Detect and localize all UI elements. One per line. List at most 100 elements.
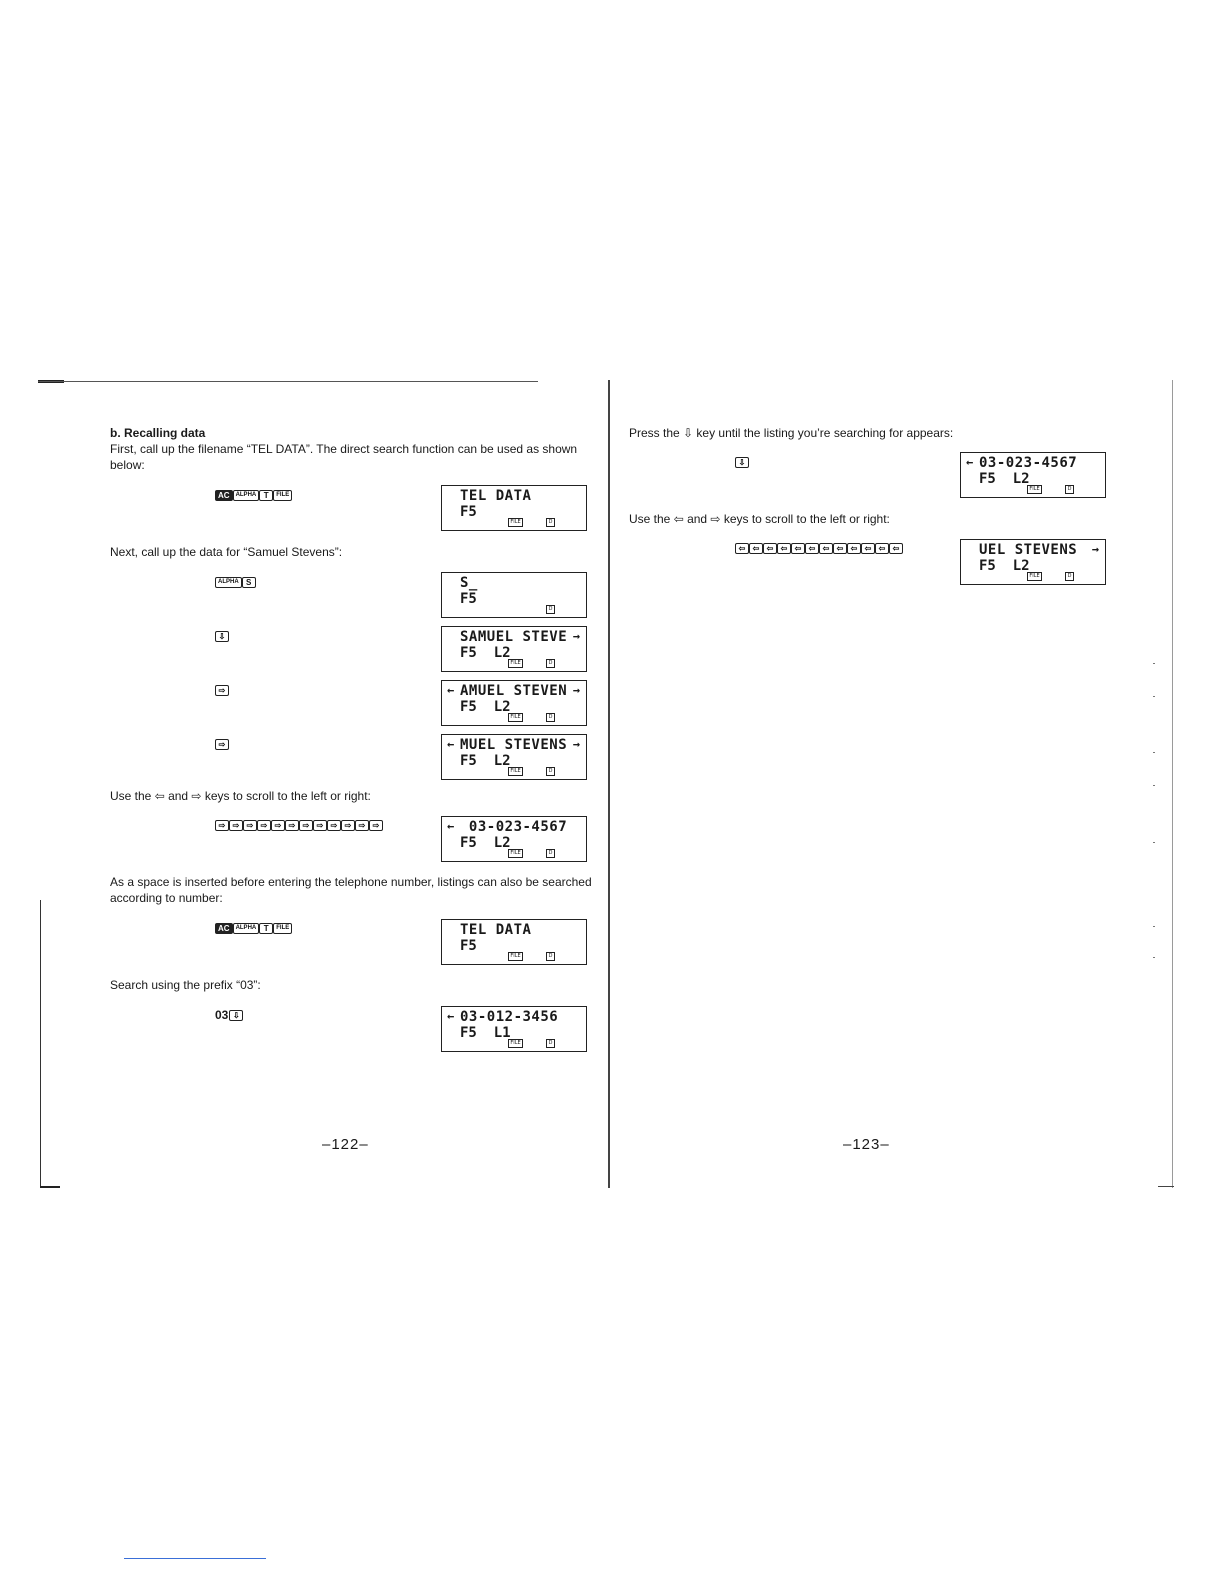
lcd-line-1: TEL DATA <box>460 488 532 504</box>
file-indicator: FILE <box>508 713 523 722</box>
scroll-right-indicator: → <box>572 737 580 751</box>
top-rule <box>38 381 538 382</box>
lcd-line-1: S_ <box>460 575 478 591</box>
key-sequence: 03 ⇩ <box>215 1008 415 1022</box>
d-indicator: D <box>1065 572 1074 581</box>
lcd-line-2: F5 <box>460 504 477 520</box>
lcd-display: ← 03-023-4567 F5 L2 FILE D <box>441 816 587 862</box>
file-indicator: FILE <box>508 518 523 527</box>
lcd-display: UEL STEVENS → F5 L2 FILE D <box>960 539 1106 585</box>
lcd-line-1: AMUEL STEVEN <box>460 683 568 699</box>
key-sequence: ⇦ ⇦ ⇦ ⇦ ⇦ ⇦ ⇦ ⇦ ⇦ ⇦ ⇦ ⇦ <box>735 542 915 555</box>
scroll-left-indicator: ← <box>447 819 455 833</box>
lcd-line-2: F5 <box>460 591 477 607</box>
scroll-left-indicator: ← <box>966 455 974 469</box>
lcd-display: ← 03-012-3456 F5 L1 FILE D <box>441 1006 587 1052</box>
down-arrow-key: ⇩ <box>215 631 229 642</box>
right-arrow-key: ⇨ <box>271 820 285 831</box>
right-arrow-key: ⇨ <box>215 685 229 696</box>
left-arrow-key: ⇦ <box>805 543 819 554</box>
right-arrow-key: ⇨ <box>215 739 229 750</box>
d-indicator: D <box>546 849 555 858</box>
page-corner-mark <box>1158 1186 1174 1187</box>
left-arrow-key: ⇦ <box>861 543 875 554</box>
lcd-line-2: F5 L2 <box>979 558 1030 574</box>
ac-key: AC <box>215 490 233 501</box>
lcd-display: ← 03-023-4567 F5 L2 FILE D <box>960 452 1106 498</box>
page-corner-mark <box>40 1186 60 1188</box>
left-arrow-key: ⇦ <box>833 543 847 554</box>
d-indicator: D <box>546 1039 555 1048</box>
scan-speck <box>1153 752 1155 753</box>
instruction-text: according to number: <box>110 891 223 905</box>
left-arrow-key: ⇦ <box>763 543 777 554</box>
instruction-text: As a space is inserted before entering t… <box>110 875 592 889</box>
key-sequence: ⇨ <box>215 738 415 751</box>
instruction-text: Next, call up the data for “Samuel Steve… <box>110 545 343 559</box>
left-arrow-key: ⇦ <box>777 543 791 554</box>
page-number: –123– <box>843 1136 890 1153</box>
lcd-line-2: F5 L2 <box>460 753 511 769</box>
scroll-right-indicator: → <box>572 683 580 697</box>
right-arrow-key: ⇨ <box>299 820 313 831</box>
right-arrow-key: ⇨ <box>257 820 271 831</box>
right-arrow-key: ⇨ <box>215 820 229 831</box>
file-indicator: FILE <box>1027 485 1042 494</box>
right-arrow-key: ⇨ <box>285 820 299 831</box>
scan-speck <box>1153 785 1155 786</box>
lcd-display: ← AMUEL STEVEN → F5 L2 FILE D <box>441 680 587 726</box>
lcd-line-2: F5 L2 <box>460 699 511 715</box>
file-key: FILE <box>273 490 293 501</box>
key-sequence: ⇨ ⇨ ⇨ ⇨ ⇨ ⇨ ⇨ ⇨ ⇨ ⇨ ⇨ ⇨ <box>215 819 395 832</box>
instruction-text: Use the ⇦ and ⇨ keys to scroll to the le… <box>629 512 890 526</box>
lcd-line-1: 03-023-4567 <box>460 819 568 835</box>
s-key: S <box>241 577 256 588</box>
left-arrow-key: ⇦ <box>889 543 903 554</box>
lcd-line-1: TEL DATA <box>460 922 532 938</box>
down-arrow-key: ⇩ <box>735 457 749 468</box>
t-key: T <box>259 490 274 501</box>
lcd-line-2: F5 L1 <box>460 1025 511 1041</box>
key-sequence: ⇨ <box>215 684 415 697</box>
scan-speck <box>1153 926 1155 927</box>
book-spine-line <box>608 380 610 1188</box>
instruction-text: Search using the prefix “03”: <box>110 978 261 992</box>
d-indicator: D <box>546 659 555 668</box>
lcd-display: TEL DATA F5 FILE D <box>441 485 587 531</box>
left-arrow-key: ⇦ <box>847 543 861 554</box>
lcd-line-1: UEL STEVENS <box>979 542 1078 558</box>
footer-line <box>124 1558 266 1559</box>
alpha-key: ALPHA <box>232 923 260 934</box>
right-page-edge <box>1172 380 1173 1188</box>
lcd-display: S_ F5 D <box>441 572 587 618</box>
down-arrow-key: ⇩ <box>229 1009 244 1021</box>
instruction-text: Press the ⇩ key until the listing you’re… <box>629 426 954 440</box>
alpha-key: ALPHA <box>215 577 242 588</box>
file-key: FILE <box>273 923 293 934</box>
d-indicator: D <box>546 713 555 722</box>
scan-speck <box>1153 663 1155 664</box>
intro-text: below: <box>110 458 145 472</box>
lcd-line-1: SAMUEL STEVE <box>460 629 568 645</box>
right-arrow-key: ⇨ <box>229 820 243 831</box>
ac-key: AC <box>215 923 233 934</box>
left-arrow-key: ⇦ <box>749 543 763 554</box>
lcd-line-2: F5 L2 <box>460 835 511 851</box>
key-sequence: AC ALPHA T FILE <box>215 489 415 502</box>
lcd-display: TEL DATA F5 FILE D <box>441 919 587 965</box>
t-key: T <box>259 923 274 934</box>
intro-text: First, call up the filename “TEL DATA”. … <box>110 442 578 456</box>
scan-speck <box>1153 957 1155 958</box>
left-arrow-key: ⇦ <box>819 543 833 554</box>
lcd-line-2: F5 L2 <box>460 645 511 661</box>
key-sequence: ALPHA S <box>215 576 415 589</box>
right-arrow-key: ⇨ <box>313 820 327 831</box>
scroll-left-indicator: ← <box>447 683 455 697</box>
scroll-right-indicator: → <box>1091 542 1099 556</box>
right-arrow-key: ⇨ <box>341 820 355 831</box>
file-indicator: FILE <box>508 952 523 961</box>
instruction-text: Use the ⇦ and ⇨ keys to scroll to the le… <box>110 789 371 803</box>
page-number: –122– <box>322 1136 369 1153</box>
right-arrow-key: ⇨ <box>243 820 257 831</box>
scroll-left-indicator: ← <box>447 1009 455 1023</box>
